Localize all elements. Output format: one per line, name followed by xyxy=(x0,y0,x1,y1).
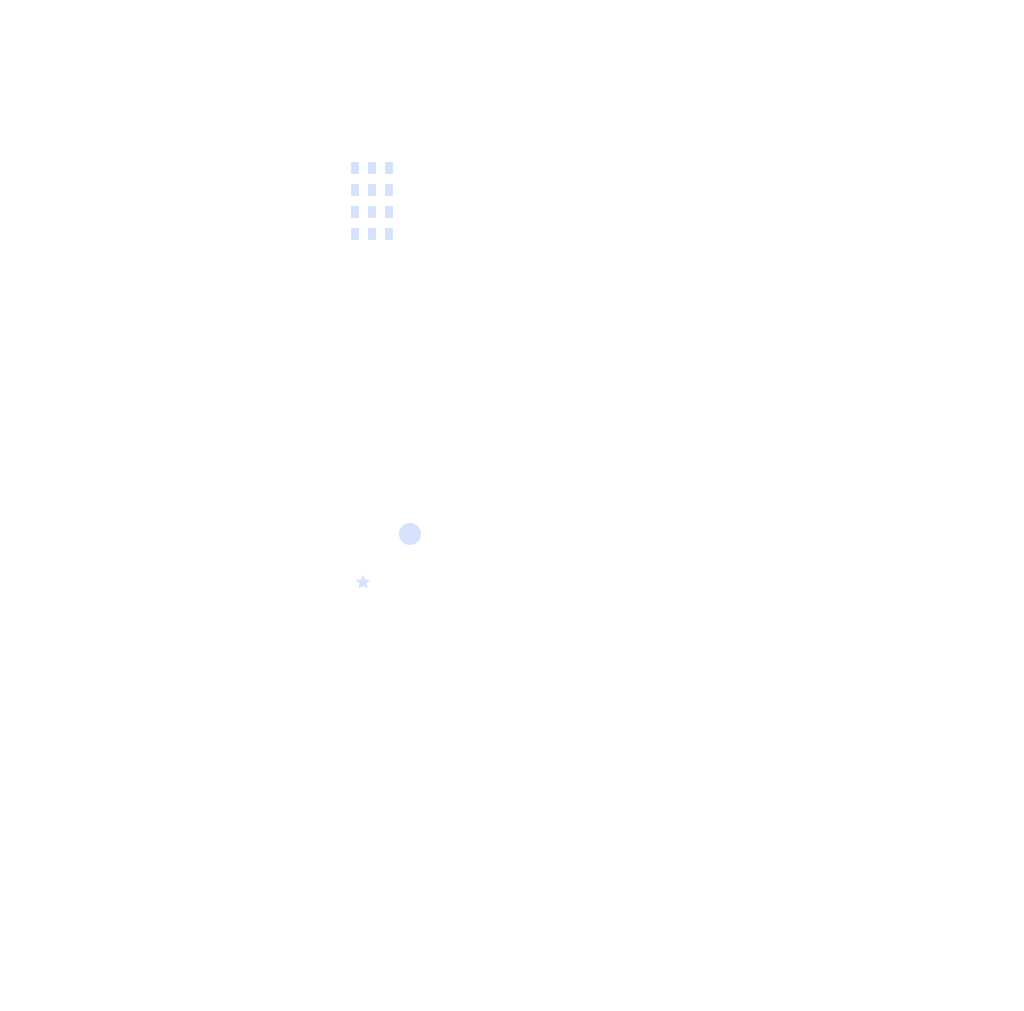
grid-dot xyxy=(385,162,393,174)
grid-dot xyxy=(351,228,359,240)
grid-dot xyxy=(351,184,359,196)
star-icon xyxy=(355,574,371,589)
grid-dot xyxy=(368,228,376,240)
grid-dot xyxy=(385,206,393,218)
grid-dot xyxy=(351,162,359,174)
grid-dot xyxy=(385,184,393,196)
grid-dot xyxy=(385,228,393,240)
grid-dot xyxy=(368,162,376,174)
grid-dots-icon xyxy=(351,162,394,242)
grid-dot xyxy=(351,206,359,218)
grid-dot xyxy=(368,184,376,196)
grid-dot xyxy=(368,206,376,218)
circle-icon xyxy=(399,523,421,545)
